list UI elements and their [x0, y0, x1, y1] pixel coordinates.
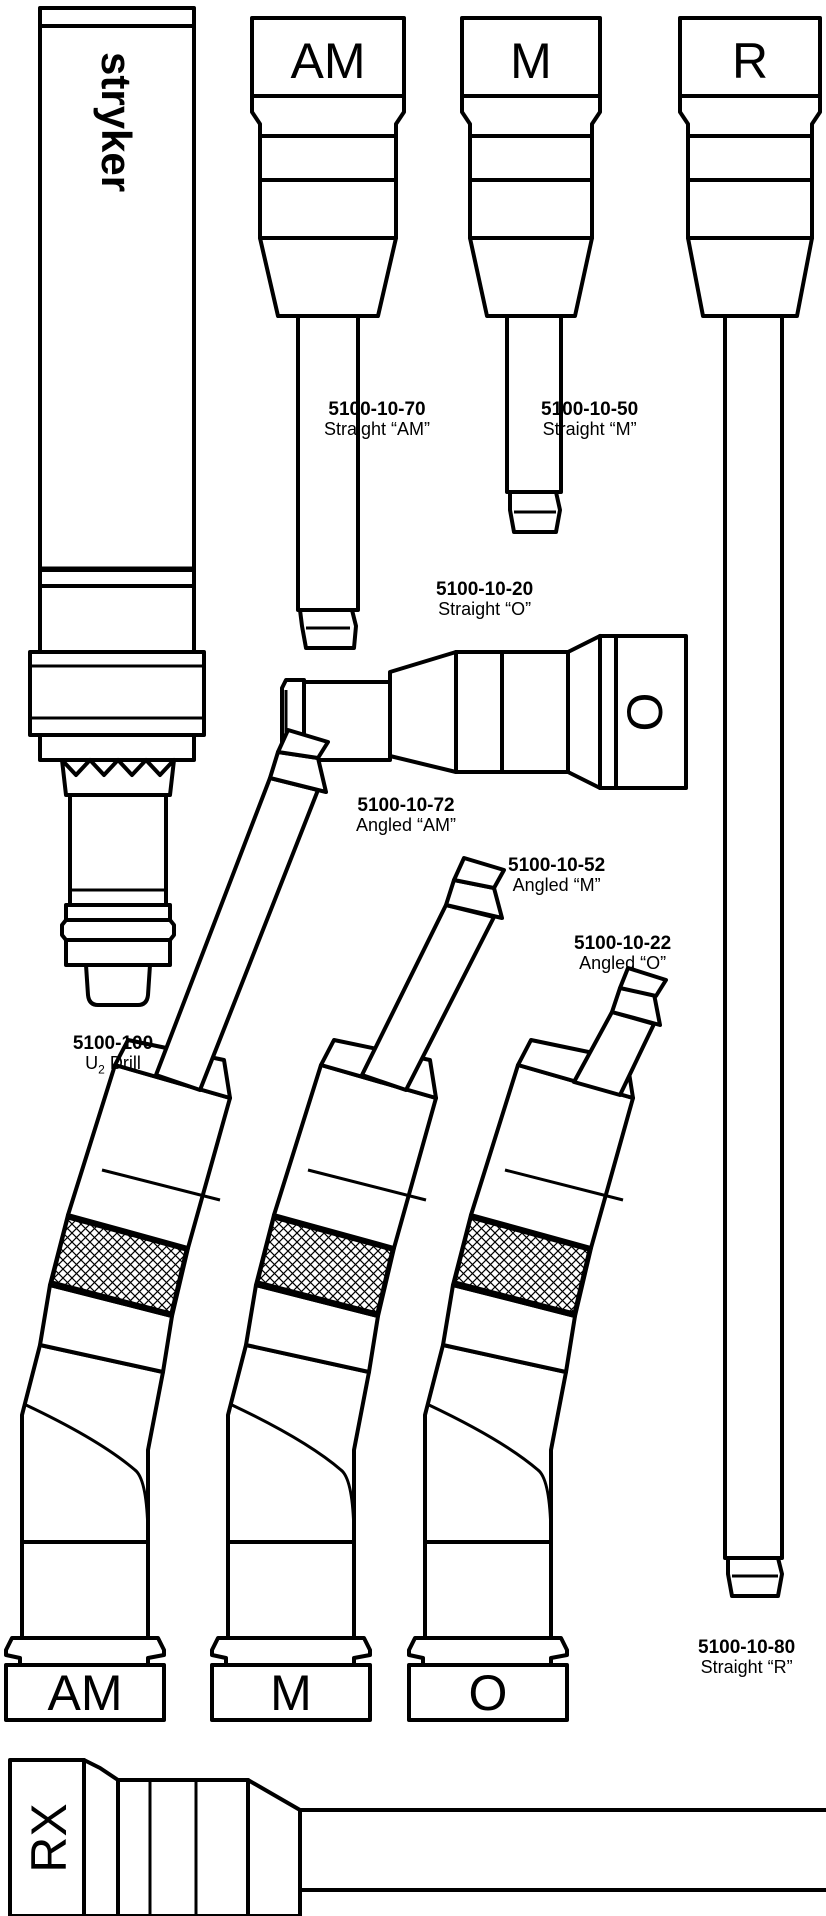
tag-straight-r: R — [732, 33, 768, 89]
label-angled-o: 5100-10-22 Angled “O” — [574, 934, 671, 973]
part-number: 5100-10-50 — [541, 399, 639, 420]
angled-o-attachment: O — [407, 966, 668, 1722]
tag-straight-o: O — [617, 693, 673, 732]
brand-logo: stryker — [93, 52, 140, 192]
straight-m-attachment: M — [460, 16, 602, 534]
part-number: 5100-10-70 — [328, 399, 426, 420]
attachment-name: Straight “AM” — [324, 418, 431, 439]
label-handpiece: 5100-100 U2 Drill — [62, 1034, 164, 1076]
attachment-name: Straight “O” — [438, 598, 532, 619]
label-angled-m: 5100-10-52 Angled “M” — [508, 856, 605, 895]
tag-angled-o: O — [469, 1665, 508, 1721]
attachment-name: Straight “R” — [700, 1656, 793, 1677]
angled-am-attachment: AM — [4, 728, 330, 1722]
part-number: 5100-100 — [72, 1033, 154, 1054]
straight-am-attachment: AM — [250, 16, 406, 650]
label-angled-am: 5100-10-72 Angled “AM” — [356, 796, 456, 835]
straight-o-attachment: O — [280, 634, 688, 790]
part-number: 5100-10-72 — [357, 795, 455, 816]
tag-straight-am: AM — [291, 33, 366, 89]
part-number: 5100-10-20 — [436, 579, 534, 600]
attachment-name: Angled “AM” — [356, 814, 457, 835]
handpiece-drill: stryker — [28, 6, 206, 1007]
tag-angled-am: AM — [48, 1665, 123, 1721]
rx-attachment: RX — [8, 1758, 826, 1916]
attachment-name: Straight “M” — [542, 418, 637, 439]
straight-r-attachment: R — [678, 16, 822, 1598]
tag-straight-m: M — [510, 33, 552, 89]
label-straight-r: 5100-10-80 Straight “R” — [698, 1638, 795, 1677]
tag-angled-m: M — [270, 1665, 312, 1721]
attachment-name: Angled “M” — [512, 874, 601, 895]
handpiece-name: U2 Drill — [85, 1052, 141, 1077]
part-number: 5100-10-80 — [698, 1637, 796, 1658]
part-number: 5100-10-52 — [508, 855, 606, 876]
attachment-name: Angled “O” — [579, 952, 667, 973]
label-straight-m: 5100-10-50 Straight “M” — [541, 400, 638, 439]
angled-m-attachment: M — [210, 856, 506, 1722]
label-straight-o: 5100-10-20 Straight “O” — [436, 580, 533, 619]
tag-rx: RX — [21, 1803, 77, 1872]
label-straight-am: 5100-10-70 Straight “AM” — [324, 400, 430, 439]
part-number: 5100-10-22 — [574, 933, 672, 954]
